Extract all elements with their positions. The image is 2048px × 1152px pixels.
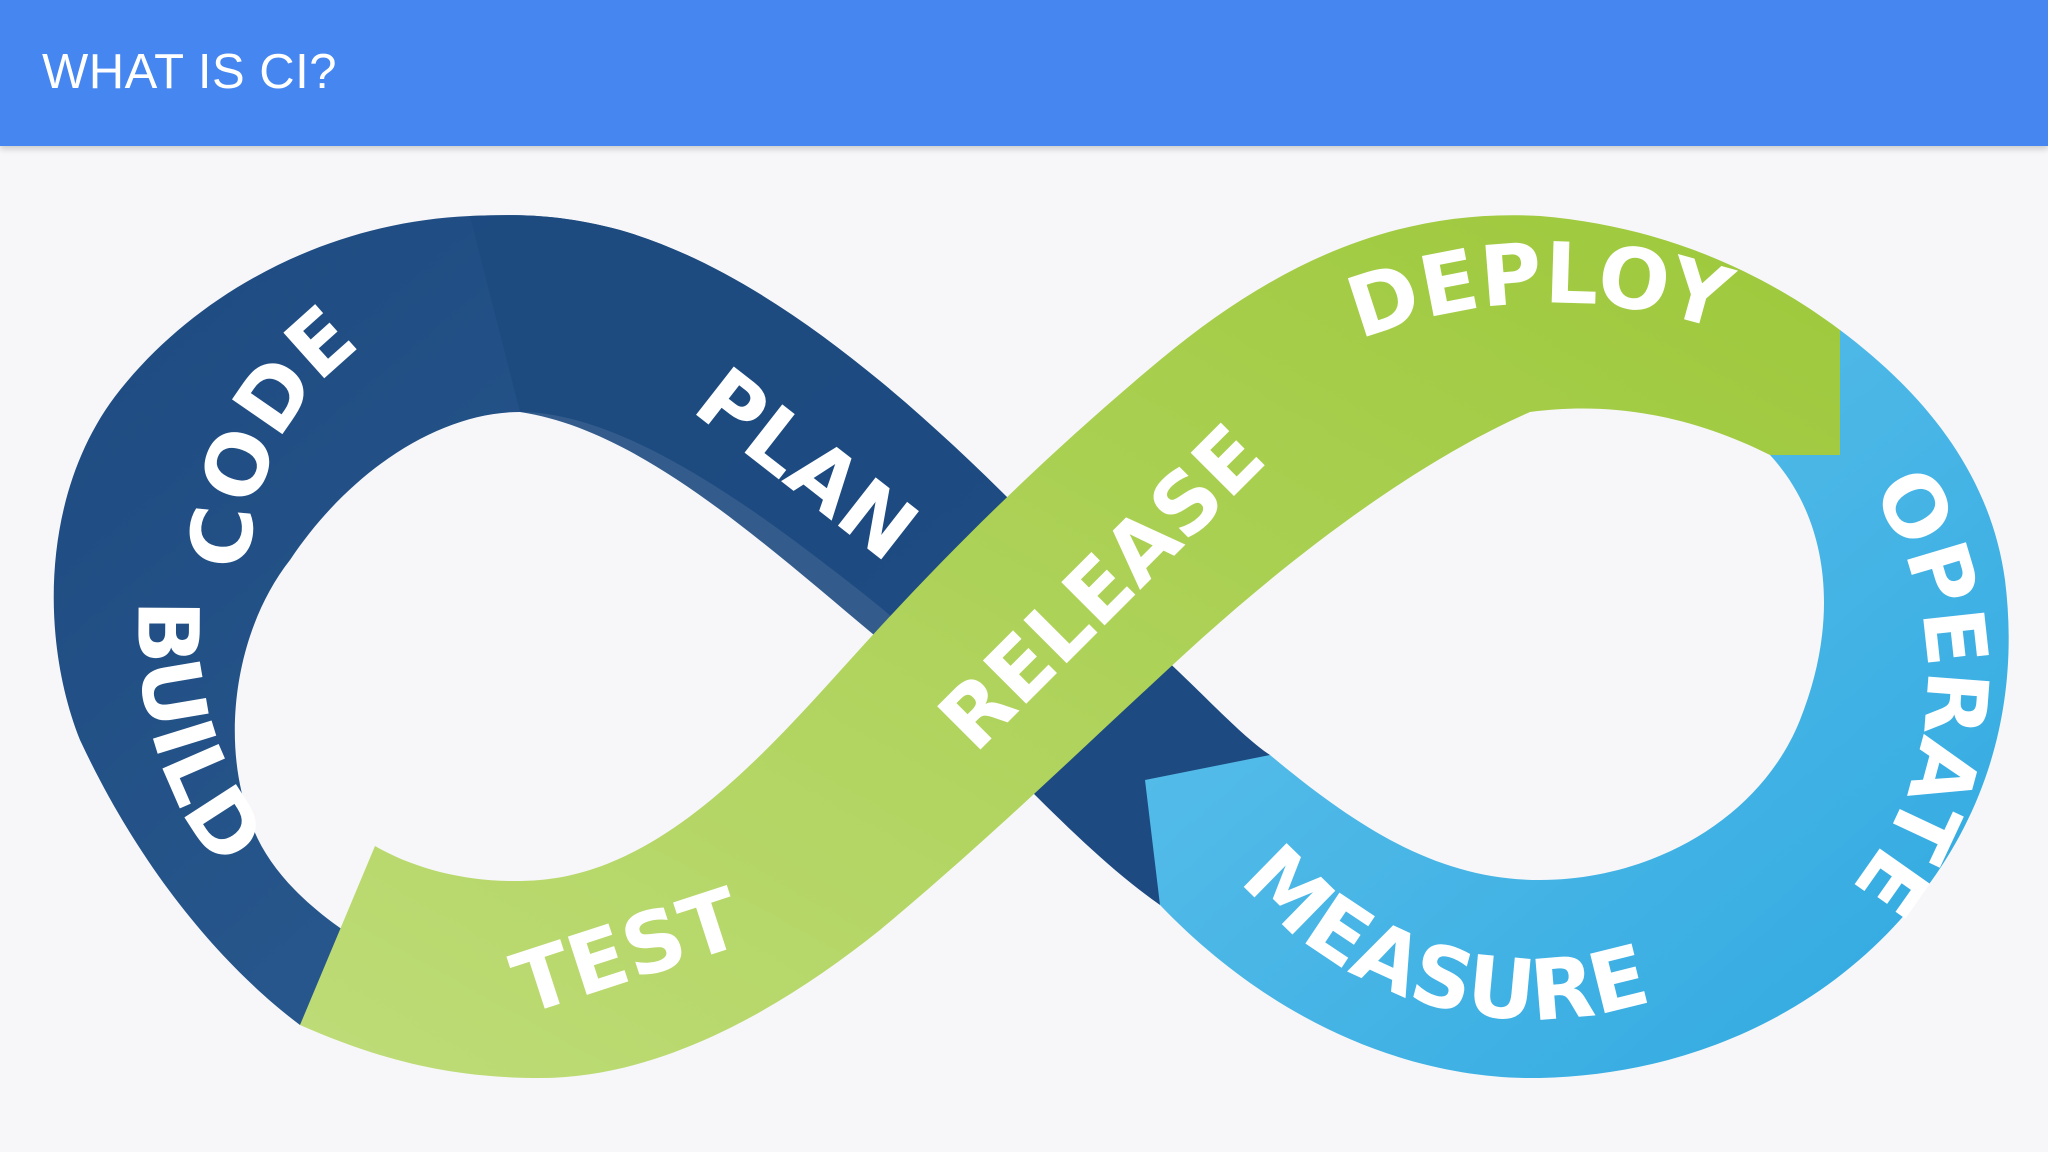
devops-infinity-diagram: CODE PLAN BUILD TEST RELEASE DEPLOY OPER… bbox=[53, 215, 2009, 1079]
title-bar: WHAT IS CI? bbox=[0, 0, 2048, 146]
loop-segment-test-release-deploy bbox=[300, 215, 1840, 1078]
loop-strand-blue-upper bbox=[470, 215, 1015, 640]
loop-segment-operate-measure bbox=[1145, 330, 2009, 1079]
page-title: WHAT IS CI? bbox=[42, 45, 338, 99]
